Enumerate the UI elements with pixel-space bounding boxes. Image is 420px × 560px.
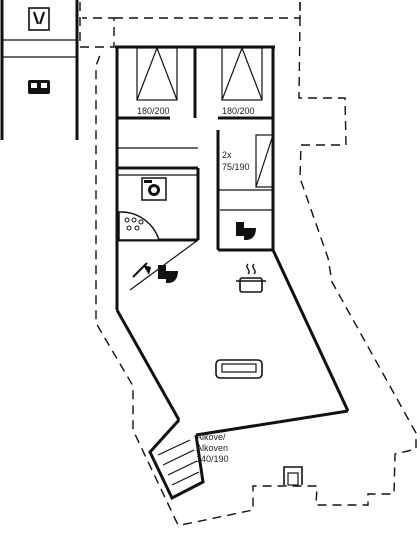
bunk-size-label: 75/190 — [222, 162, 250, 172]
bed-label-right: 180/200 — [222, 106, 255, 116]
dishwasher-icon — [28, 7, 50, 31]
shower-icon — [132, 262, 151, 278]
alcove-bed-lines — [157, 439, 200, 486]
toilet-icon — [158, 265, 178, 283]
alcove-size-label: 140/190 — [196, 454, 229, 464]
double-bed-icon — [28, 80, 50, 94]
bunk-count-label: 2x — [222, 150, 232, 160]
hot-tub-icon — [118, 211, 161, 241]
alcove-label-line1: Alkove/ — [196, 432, 226, 442]
cooking-pot-icon — [236, 263, 266, 293]
bed-label-left: 180/200 — [137, 106, 170, 116]
fireplace-icon — [283, 466, 303, 486]
washing-machine-icon — [141, 177, 167, 201]
wardrobes — [136, 46, 274, 188]
wc-toilet-icon — [236, 222, 256, 240]
terrace-outline — [79, 2, 417, 526]
annex-building — [0, 0, 79, 140]
sofa-icon — [215, 359, 263, 379]
alcove-label-line2: Alkoven — [196, 443, 228, 453]
house-walls — [115, 45, 350, 501]
